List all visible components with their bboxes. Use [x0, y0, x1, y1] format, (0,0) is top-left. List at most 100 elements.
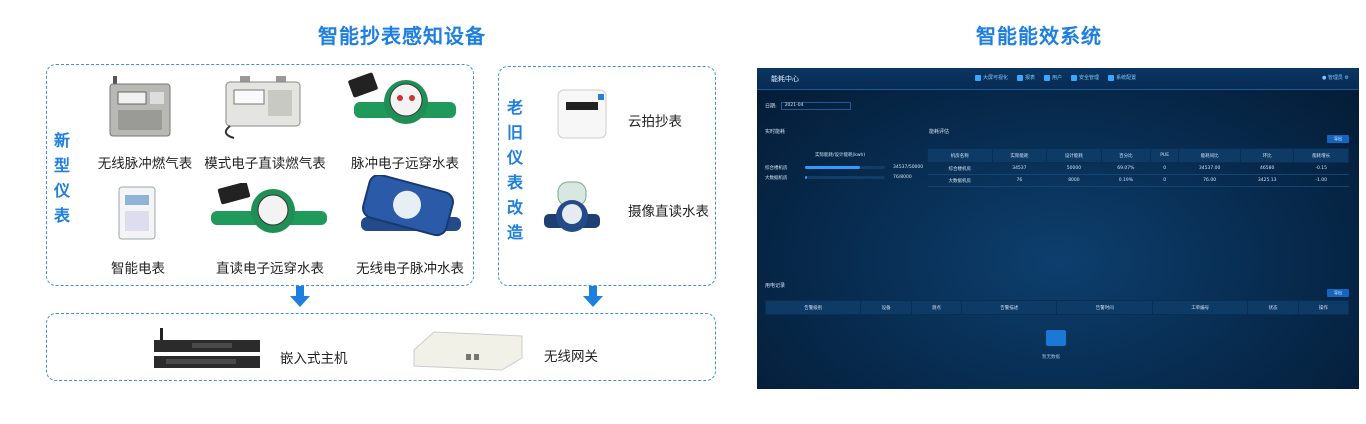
table-cell: 综合楼机房 — [927, 162, 993, 175]
water-meter-image — [348, 72, 456, 124]
nav-label: 大屏可视化 — [983, 75, 1009, 81]
table-cell: 76 — [992, 174, 1047, 187]
embedded-host-image — [154, 328, 260, 368]
arrow-down-icon — [290, 286, 310, 307]
bar-track — [805, 176, 885, 179]
dashboard-brand: 能耗中心 — [771, 75, 799, 83]
energy-bar-row: 大数据机房 76/8000 — [765, 175, 912, 181]
device-caption: 摄像直读水表 — [628, 204, 709, 220]
device-caption: 脉冲电子远穿水表 — [351, 156, 459, 172]
nav-item[interactable]: 报表 — [1017, 74, 1035, 81]
bar-value: 34537/50000 — [893, 165, 924, 170]
table-header-cell: 工单编号 — [1151, 300, 1249, 315]
bar-label: 综合楼机房 — [765, 166, 788, 171]
energy-bar-row: 综合楼机房 34537/50000 — [765, 165, 923, 171]
table-header-cell: 能耗增长 — [1293, 148, 1349, 163]
table-cell: 50000 — [1046, 162, 1102, 175]
bar-title: 实际能耗/设计能耗(kwh) — [815, 153, 866, 158]
label-char: 老 — [506, 98, 523, 117]
electric-meter-image — [118, 186, 156, 240]
table-header-cell: 测点 — [910, 300, 962, 315]
table-cell: 0 — [1150, 174, 1179, 187]
device-caption: 模式电子直读燃气表 — [204, 156, 326, 172]
gateway-group — [46, 313, 716, 381]
device-caption: 嵌入式主机 — [280, 351, 348, 367]
label-char: 改 — [506, 198, 523, 217]
table-header-cell: 设备 — [860, 300, 912, 315]
export-button[interactable]: 导出 — [1327, 289, 1349, 297]
nav-item[interactable]: 安全管理 — [1071, 74, 1099, 81]
device-caption: 直读电子远穿水表 — [216, 261, 324, 277]
device-smart-electric-meter: 智能电表 — [73, 183, 203, 277]
camera-water-meter-image — [544, 181, 600, 232]
section-title-sensing-devices: 智能抄表感知设备 — [318, 24, 486, 48]
user-menu[interactable]: ● 管理员 ⚙ — [1322, 74, 1349, 81]
table-header-row: 告警级别设备测点告警描述告警时间工单编号状态操作 — [764, 300, 1350, 315]
table-cell: 46580 — [1240, 162, 1294, 175]
nav-item[interactable]: 系统配置 — [1108, 74, 1136, 81]
table-cell: 34537.00 — [1178, 162, 1241, 175]
section-assessment: 能耗评估 — [929, 129, 950, 135]
table-header-cell: 能耗同比 — [1178, 148, 1241, 163]
user-icon: ● — [1321, 75, 1328, 81]
gas-meter-image — [224, 76, 301, 139]
bar-label: 大数据机房 — [765, 176, 788, 181]
date-input[interactable]: 2021-04 — [780, 102, 851, 110]
date-filter: 日期:2021-04 — [765, 102, 851, 110]
label-char: 型 — [53, 156, 70, 175]
label-char: 仪 — [53, 181, 70, 200]
empty-box-icon — [1046, 330, 1066, 346]
table-cell: 大数据机房 — [927, 174, 993, 187]
section-records: 用电记录 — [765, 283, 786, 289]
dashboard-nav: 大屏可视化 报表 用户 安全管理 系统配置 — [975, 74, 1136, 81]
user-icon — [1044, 74, 1051, 81]
device-caption: 云拍抄表 — [628, 114, 682, 130]
dashboard-header: 能耗中心 大屏可视化 报表 用户 安全管理 系统配置 ● 管理员 ⚙ — [757, 68, 1359, 90]
table-header-cell: 环比 — [1239, 148, 1295, 163]
table-cell: 34537 — [992, 162, 1047, 175]
device-pulse-water-meter: 脉冲电子远穿水表 — [340, 70, 470, 172]
table-header-cell: 告警时间 — [1056, 300, 1153, 315]
gear-icon: ⚙ — [1342, 75, 1350, 81]
records-table: 告警级别设备测点告警描述告警时间工单编号状态操作 — [764, 300, 1350, 315]
new-meters-label: 新 型 仪 表 — [52, 128, 72, 228]
arrow-down-icon — [583, 286, 603, 307]
table-cell: 76.00 — [1178, 174, 1241, 187]
bar-value: 76/8000 — [893, 175, 912, 180]
shield-icon — [1071, 74, 1078, 81]
device-caption: 无线脉冲燃气表 — [97, 156, 193, 172]
table-header-cell: 设计能耗 — [1046, 148, 1102, 163]
nav-item[interactable]: 大屏可视化 — [975, 74, 1008, 81]
table-header-cell: 百分比 — [1100, 148, 1151, 163]
section-title-energy-system: 智能能效系统 — [976, 24, 1102, 48]
date-label: 日期: — [765, 103, 777, 110]
table-cell: 0.19% — [1101, 174, 1151, 187]
label-char: 旧 — [506, 123, 523, 142]
device-wireless-water-meter: 无线电子脉冲水表 — [345, 173, 475, 277]
export-button[interactable]: 导出 — [1327, 135, 1349, 143]
empty-state-text: 暂无数据 — [1042, 355, 1060, 360]
device-wireless-pulse-gas-meter: 无线脉冲燃气表 — [80, 70, 210, 172]
old-meters-label: 老 旧 仪 表 改 造 — [505, 95, 525, 245]
label-char: 造 — [506, 223, 523, 242]
bar-fill — [805, 166, 861, 169]
table-header-cell: 机房名称 — [927, 148, 993, 163]
device-caption: 无线电子脉冲水表 — [356, 261, 464, 277]
water-meter-image — [211, 181, 327, 233]
cloud-camera-reader-image — [557, 89, 607, 139]
energy-dashboard-screenshot: 能耗中心 大屏可视化 报表 用户 安全管理 系统配置 ● 管理员 ⚙ 日期:20… — [757, 68, 1359, 389]
nav-label: 用户 — [1052, 75, 1063, 81]
bar-fill — [805, 176, 807, 179]
chart-icon — [1017, 74, 1024, 81]
device-caption: 智能电表 — [111, 261, 165, 277]
label-char: 新 — [53, 131, 70, 150]
nav-item[interactable]: 用户 — [1044, 74, 1062, 81]
wireless-gateway-image — [413, 331, 523, 371]
table-header-cell: 告警描述 — [960, 300, 1058, 315]
new-meters-group — [46, 64, 474, 286]
